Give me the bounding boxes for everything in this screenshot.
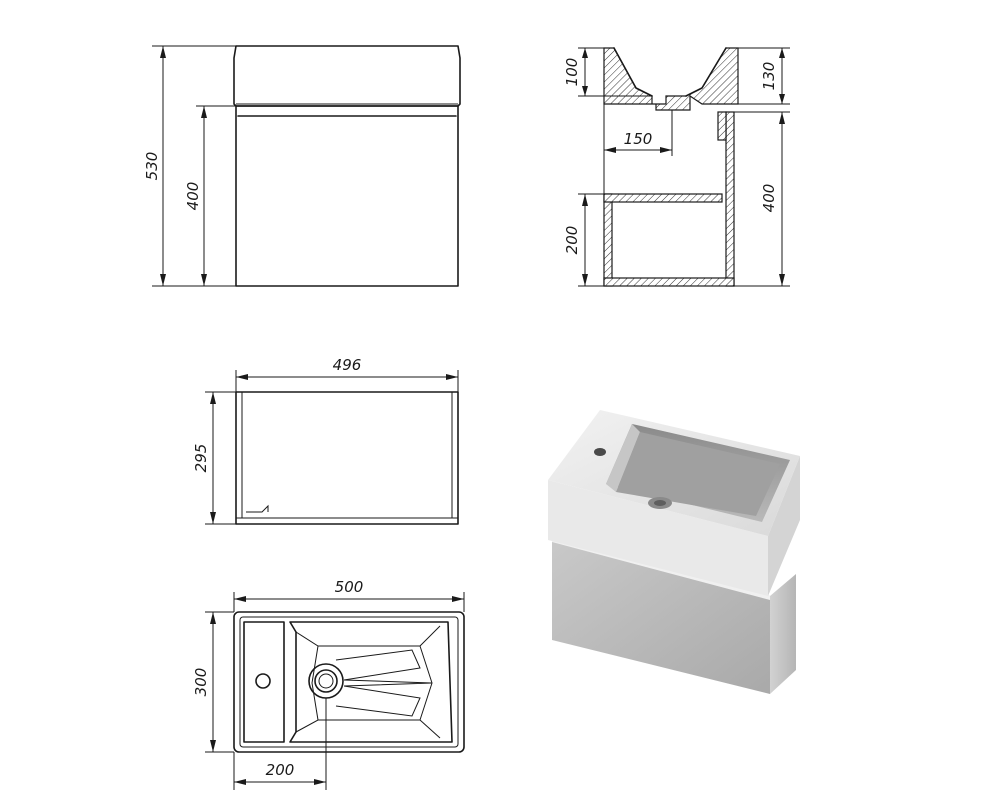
front-basin-top — [233, 45, 461, 107]
cabinet-top-view: 496 295 — [192, 356, 459, 525]
section-dim-130: 130 — [738, 47, 790, 105]
front-view: 530 400 — [143, 45, 461, 287]
section-dim-400: 400 — [734, 111, 790, 287]
front-dim-400: 400 — [184, 105, 236, 286]
dim-label-200-section: 200 — [563, 226, 581, 255]
cabinet-outer — [235, 391, 459, 525]
cabinet-inner — [241, 391, 453, 519]
render-tap-hole — [594, 448, 606, 456]
section-back-panel — [717, 111, 727, 141]
section-dim-100: 100 — [563, 47, 652, 97]
dim-label-400-front: 400 — [184, 182, 202, 211]
front-dim-530: 530 — [143, 45, 236, 287]
basin-dim-200: 200 — [233, 698, 327, 790]
drain-outer — [308, 663, 344, 699]
dim-label-300: 300 — [192, 668, 210, 697]
cabinet-dim-496: 496 — [235, 356, 459, 392]
drain-inner — [318, 673, 334, 689]
render-basin-side — [768, 456, 800, 596]
render-basin-front — [548, 480, 768, 596]
basin-rim — [239, 616, 459, 748]
dim-label-200-basin: 200 — [266, 761, 295, 779]
render-cabinet-side — [770, 574, 796, 694]
section-shelf — [603, 193, 723, 203]
dim-label-496: 496 — [333, 356, 362, 374]
dim-label-500: 500 — [335, 578, 364, 596]
section-view: 100 130 150 400 — [563, 47, 790, 287]
front-cabinet — [235, 105, 459, 287]
basin-outer — [233, 611, 465, 753]
drain-mid — [314, 669, 338, 693]
section-dim-150: 150 — [604, 110, 673, 156]
section-right-wall — [725, 111, 735, 287]
dim-label-130: 130 — [760, 62, 778, 91]
product-render — [548, 410, 800, 694]
tap-hole — [255, 673, 271, 689]
dim-label-295: 295 — [192, 444, 210, 473]
basin-dim-300: 300 — [192, 611, 234, 753]
cabinet-dim-295: 295 — [192, 391, 236, 525]
section-bottom — [603, 277, 735, 287]
section-dim-200: 200 — [563, 193, 604, 287]
basin-top-view: 500 300 200 — [192, 578, 465, 790]
dim-label-530: 530 — [143, 152, 161, 181]
basin-deck — [243, 621, 285, 743]
dim-label-400-section: 400 — [760, 184, 778, 213]
render-cabinet-front — [552, 538, 770, 694]
section-basin-wall — [603, 47, 739, 111]
dim-label-150: 150 — [624, 130, 653, 148]
dim-label-100: 100 — [563, 58, 581, 87]
basin-dim-500: 500 — [233, 578, 465, 612]
section-left-wall — [603, 193, 613, 287]
